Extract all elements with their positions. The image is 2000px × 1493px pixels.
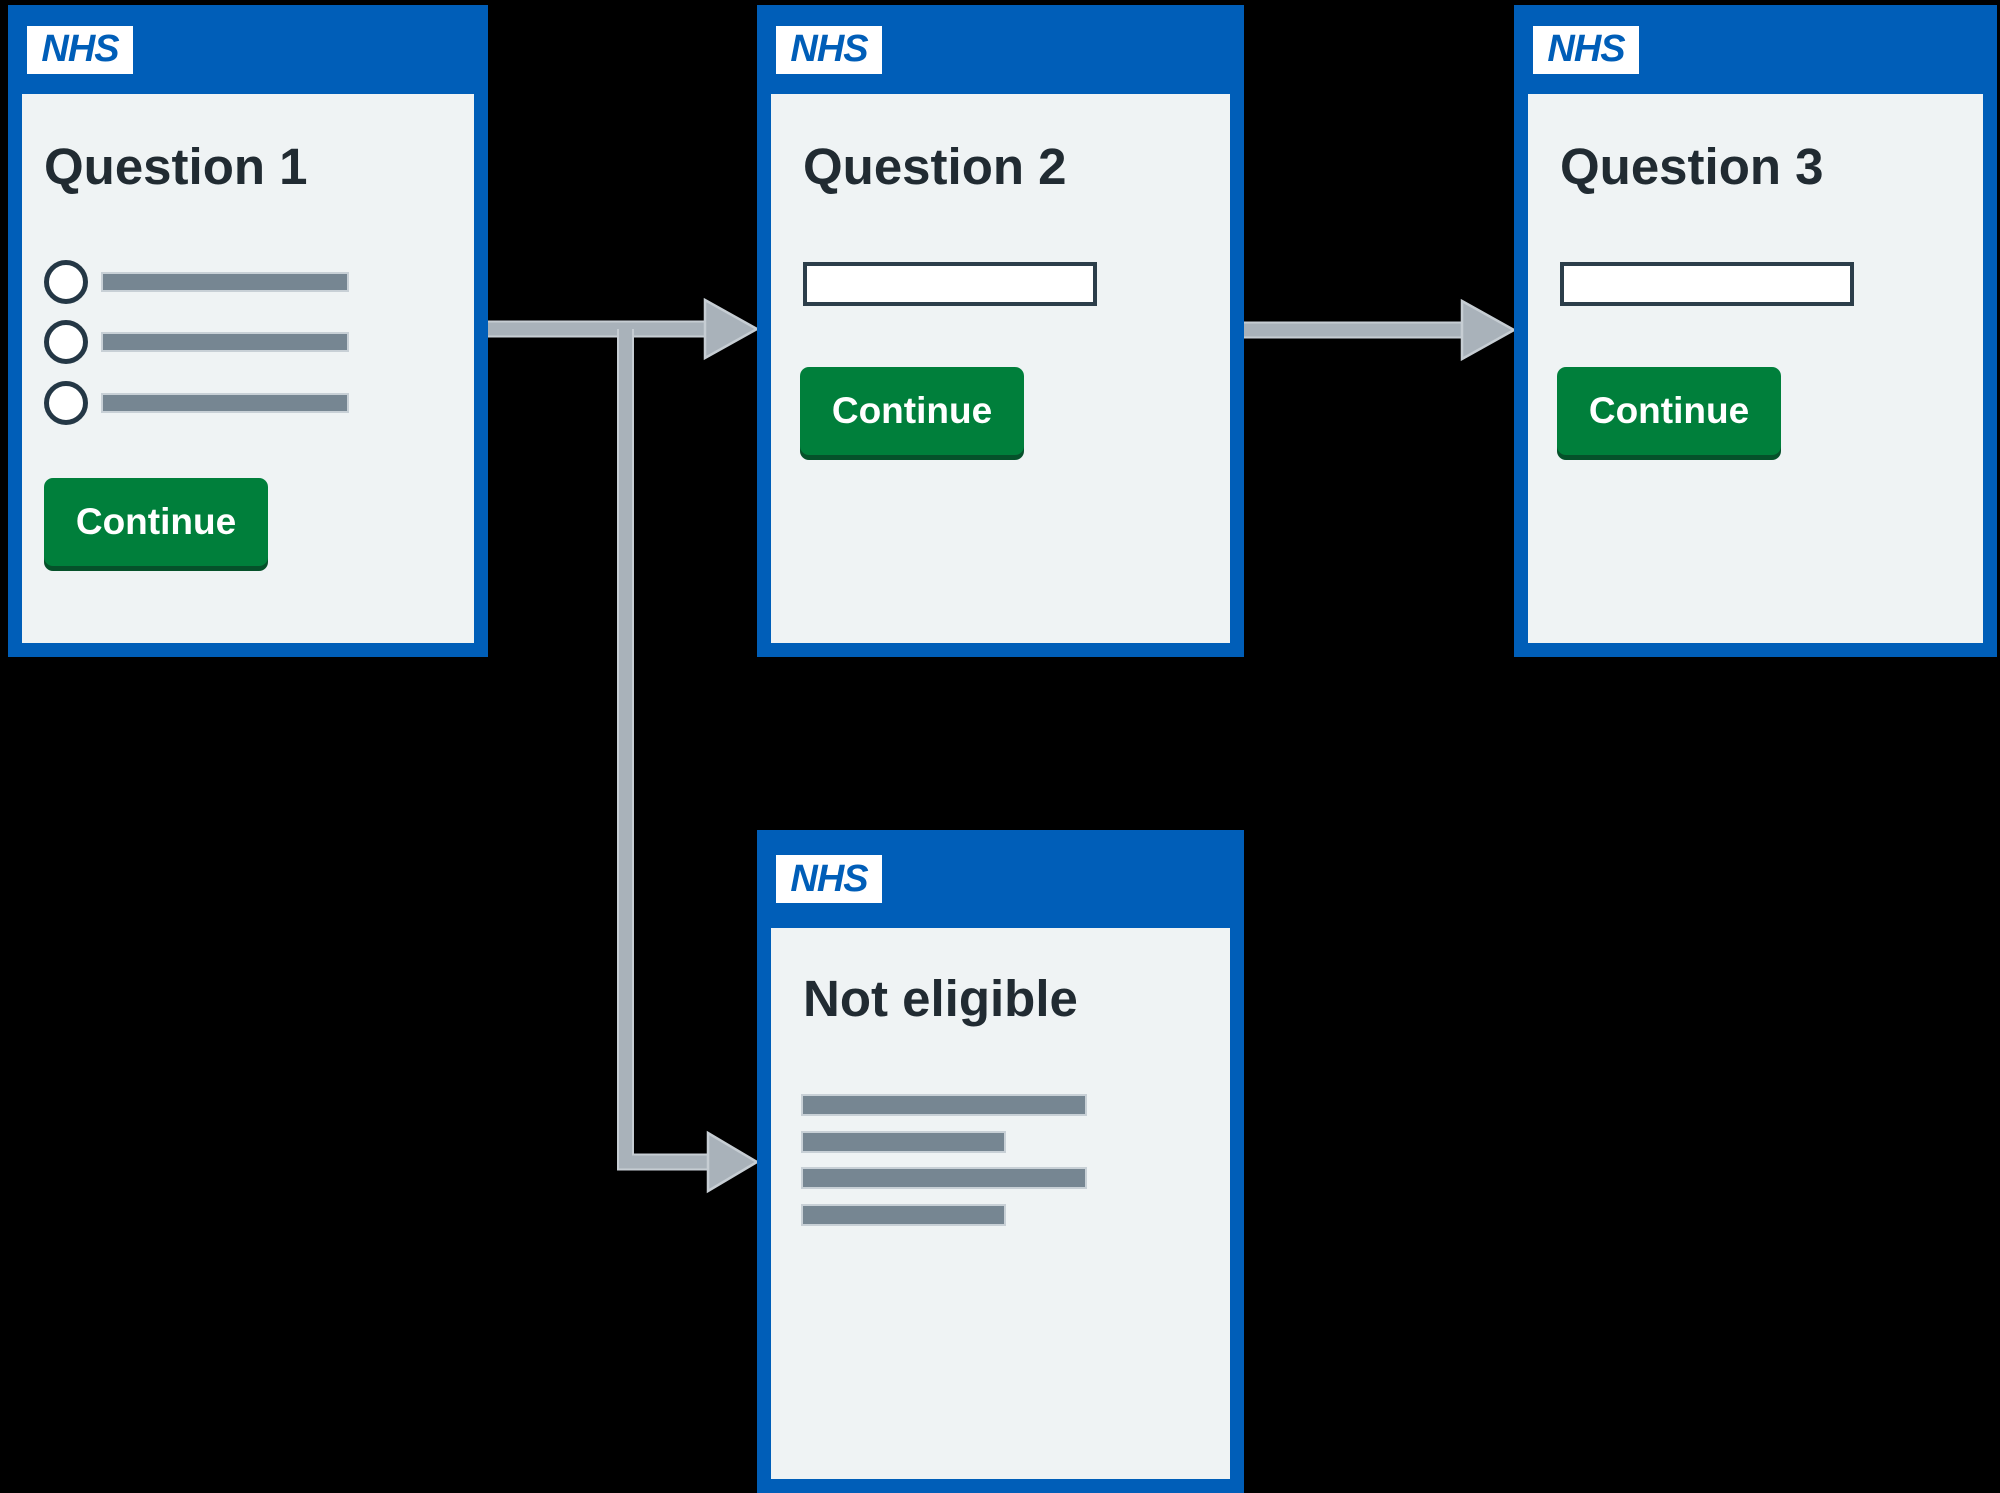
screen-header: NHS bbox=[8, 5, 488, 94]
radio-label-placeholder-3 bbox=[103, 395, 347, 411]
radio-option-2[interactable] bbox=[44, 320, 88, 364]
radio-option-3[interactable] bbox=[44, 381, 88, 425]
screen-header: NHS bbox=[757, 830, 1244, 928]
arrow-q1-to-not-eligible bbox=[617, 329, 760, 1194]
screen-not-eligible: NHS Not eligible bbox=[757, 830, 1244, 1493]
body-text-placeholder-3 bbox=[803, 1169, 1085, 1187]
screen-body: Question 2 Continue bbox=[771, 94, 1230, 643]
page-title: Question 1 bbox=[44, 138, 308, 195]
body-text-placeholder-2 bbox=[803, 1133, 1004, 1151]
radio-label-placeholder-1 bbox=[103, 274, 347, 290]
nhs-logo: NHS bbox=[776, 855, 882, 903]
arrowhead-icon bbox=[1460, 298, 1517, 362]
continue-button[interactable]: Continue bbox=[800, 367, 1024, 455]
answer-input[interactable] bbox=[803, 262, 1097, 306]
screen-question-1: NHS Question 1 Continue bbox=[8, 5, 488, 657]
nhs-logo: NHS bbox=[27, 25, 133, 74]
continue-button[interactable]: Continue bbox=[1557, 367, 1781, 455]
answer-input[interactable] bbox=[1560, 262, 1854, 306]
arrow-q2-to-q3 bbox=[1244, 298, 1517, 362]
body-text-placeholder-4 bbox=[803, 1206, 1004, 1224]
page-title: Not eligible bbox=[803, 970, 1078, 1027]
arrow-q1-to-q2 bbox=[488, 297, 760, 361]
radio-option-1[interactable] bbox=[44, 260, 88, 304]
screen-body: Not eligible bbox=[771, 928, 1230, 1479]
arrowhead-icon bbox=[706, 1130, 760, 1194]
screen-header: NHS bbox=[1514, 5, 1997, 94]
screen-header: NHS bbox=[757, 5, 1244, 94]
radio-label-placeholder-2 bbox=[103, 334, 347, 350]
arrowhead-icon bbox=[703, 297, 760, 361]
screen-question-2: NHS Question 2 Continue bbox=[757, 5, 1244, 657]
nhs-logo: NHS bbox=[1533, 25, 1639, 74]
screen-body: Question 1 Continue bbox=[22, 94, 474, 643]
continue-button[interactable]: Continue bbox=[44, 478, 268, 566]
nhs-logo: NHS bbox=[776, 25, 882, 74]
screen-question-3: NHS Question 3 Continue bbox=[1514, 5, 1997, 657]
screen-body: Question 3 Continue bbox=[1528, 94, 1983, 643]
page-title: Question 3 bbox=[1560, 138, 1824, 195]
page-title: Question 2 bbox=[803, 138, 1067, 195]
body-text-placeholder-1 bbox=[803, 1096, 1085, 1114]
